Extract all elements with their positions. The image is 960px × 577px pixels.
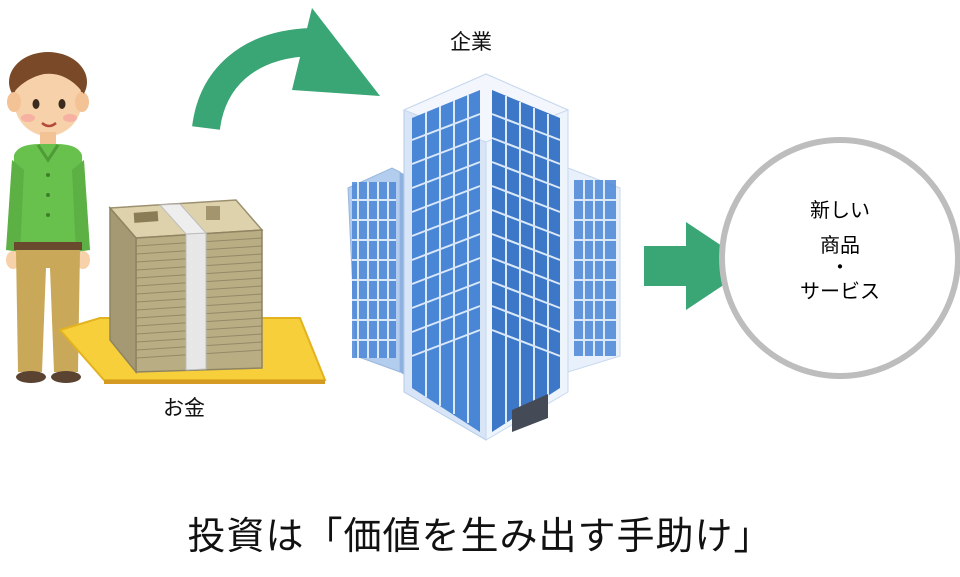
result-text: 新しい 商品 ・ サービス (740, 190, 940, 307)
result-line-3: ・ (830, 255, 850, 279)
office-building-icon (347, 73, 621, 441)
company-label: 企業 (450, 30, 492, 54)
result-line-2: 商品 (820, 233, 860, 257)
curved-arrow-icon (192, 8, 380, 131)
result-line-1: 新しい (810, 198, 870, 222)
money-label: お金 (163, 396, 205, 420)
right-arrow-icon (644, 222, 752, 310)
result-line-4: サービス (800, 279, 880, 303)
person-icon (6, 52, 90, 383)
page-caption: 投資は「価値を生み出す手助け」 (187, 514, 773, 558)
money-bundle-icon (108, 199, 264, 375)
result-circle (719, 137, 960, 379)
